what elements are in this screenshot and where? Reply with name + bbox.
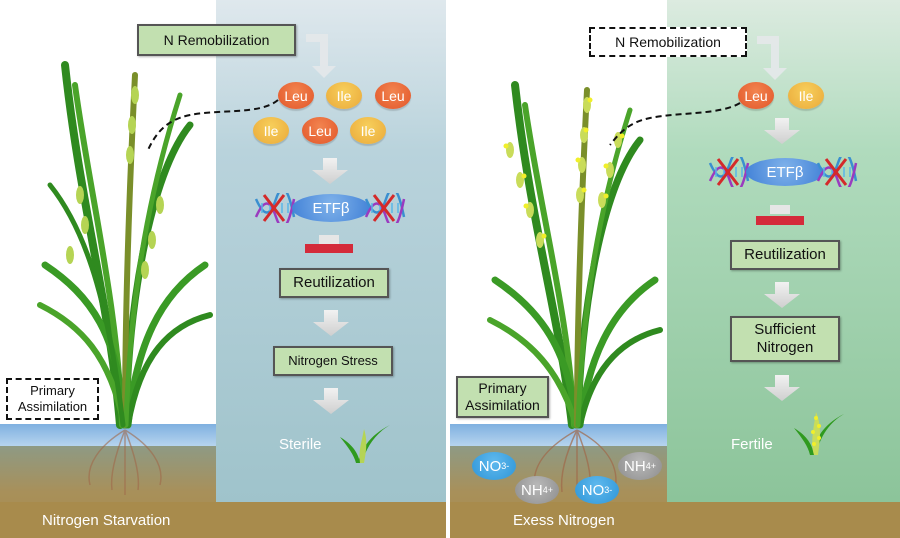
inhibition-bar-icon	[305, 244, 353, 253]
amino-acid-ile: Ile	[253, 117, 289, 144]
n-remobilization-label: N Remobilization	[615, 33, 721, 50]
amino-acid-leu: Leu	[302, 117, 338, 144]
primary-label-line1: Primary	[478, 380, 527, 397]
panel-excess-nitrogen: N Remobilization Leu Ile ETFβ Reutilizat…	[450, 0, 900, 538]
down-arrow-icon	[313, 310, 349, 336]
down-arrow-icon	[764, 118, 800, 144]
inhibition-stem	[770, 205, 790, 214]
bent-arrow-icon	[306, 34, 336, 78]
outcome-fertile: Fertile	[731, 436, 773, 453]
etf-beta-protein: ETFβ	[292, 194, 370, 222]
nitrogen-stress-box: Nitrogen Stress	[273, 346, 393, 376]
dna-crossed-icon	[708, 157, 750, 187]
n-remobilization-box: N Remobilization	[137, 24, 296, 56]
condition-label: Exess Nitrogen	[513, 512, 615, 529]
reutilization-box: Reutilization	[730, 240, 840, 270]
primary-label-line2: Assimilation	[465, 397, 540, 413]
primary-assimilation-box: Primary Assimilation	[6, 378, 99, 420]
connector-line	[609, 102, 741, 146]
primary-assimilation-box: Primary Assimilation	[456, 376, 549, 418]
inhibition-stem	[319, 235, 339, 244]
soil-ground	[450, 502, 900, 538]
reutilization-label: Reutilization	[293, 274, 375, 291]
water-layer	[450, 424, 667, 446]
down-arrow-icon	[312, 158, 348, 184]
water-layer	[0, 424, 216, 446]
rice-plant-icon	[37, 61, 213, 495]
amino-acid-leu: Leu	[278, 82, 314, 109]
amino-acid-ile: Ile	[350, 117, 386, 144]
dna-crossed-icon	[816, 157, 858, 187]
outcome-sterile: Sterile	[279, 436, 322, 453]
nitrogen-label: Nitrogen	[756, 339, 814, 356]
sufficient-nitrogen-box: Sufficient Nitrogen	[730, 316, 840, 362]
primary-label-line1: Primary	[30, 383, 75, 399]
dna-crossed-icon	[364, 193, 406, 223]
sufficient-label: Sufficient	[754, 321, 816, 338]
bent-arrow-icon	[757, 36, 787, 80]
rice-sprout-icon	[340, 425, 390, 463]
panel-divider	[446, 0, 450, 538]
down-arrow-icon	[764, 375, 800, 401]
reutilization-label: Reutilization	[744, 246, 826, 263]
down-arrow-icon	[313, 388, 349, 414]
nitrogen-stress-label: Nitrogen Stress	[288, 353, 378, 369]
amino-acid-leu: Leu	[738, 82, 774, 109]
rice-sprout-icon	[794, 412, 844, 455]
dna-crossed-icon	[254, 193, 296, 223]
down-arrow-icon	[764, 282, 800, 308]
amino-acid-leu: Leu	[375, 82, 411, 109]
amino-acid-ile: Ile	[326, 82, 362, 109]
inhibition-bar-icon	[756, 216, 804, 225]
panel-nitrogen-starvation: N Remobilization Leu Ile Leu Ile Leu Ile…	[0, 0, 446, 538]
n-remobilization-label: N Remobilization	[163, 31, 270, 48]
amino-acid-ile: Ile	[788, 82, 824, 109]
reutilization-box: Reutilization	[279, 268, 389, 298]
soil-ground	[0, 502, 446, 538]
etf-beta-protein: ETFβ	[746, 158, 824, 186]
n-remobilization-box: N Remobilization	[589, 27, 747, 57]
connector-line	[147, 99, 279, 151]
primary-label-line2: Assimilation	[17, 399, 88, 414]
condition-label: Nitrogen Starvation	[42, 512, 171, 529]
